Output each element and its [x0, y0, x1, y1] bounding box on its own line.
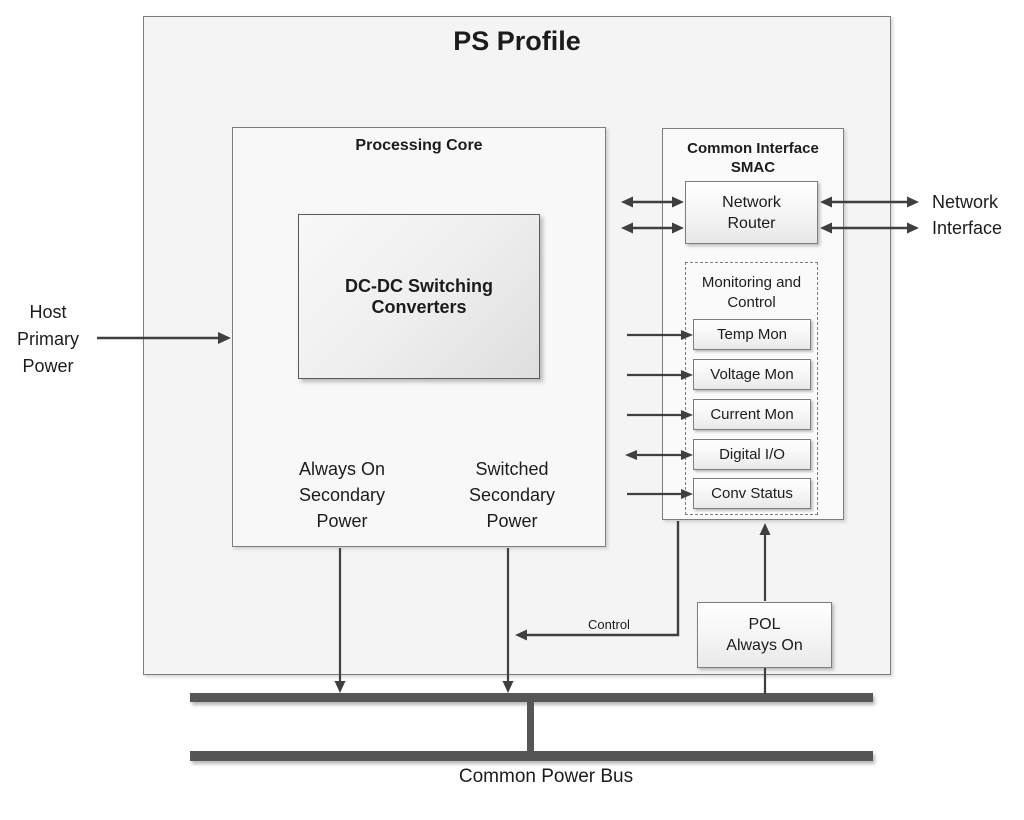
- voltage-mon-arrow-head: [681, 370, 693, 380]
- network-router-box: Network Router: [685, 181, 818, 244]
- digital-io-label: Digital I/O: [719, 446, 785, 463]
- always-on-power-arrow-head: [334, 681, 346, 693]
- host-label-line: Primary: [17, 329, 79, 349]
- switched-power-arrow: [502, 548, 514, 693]
- monitoring-title-line: Control: [727, 294, 776, 311]
- temp-mon-arrow: [627, 330, 693, 340]
- current-mon-arrow-head: [681, 410, 693, 420]
- current-mon-arrow: [627, 410, 693, 420]
- smac-title-line: Common Interface: [687, 140, 819, 157]
- router-left-arrow-top-head-right: [672, 196, 684, 208]
- network-interface-arrow-bottom: [820, 222, 919, 234]
- common-interface-smac-title: Common Interface SMAC: [662, 139, 844, 177]
- voltage-mon-arrow: [627, 370, 693, 380]
- monitoring-control-group: [685, 262, 818, 515]
- control-arrow-line: [527, 521, 680, 637]
- power-bus-connector: [527, 702, 534, 751]
- digital-io-arrow: [625, 450, 693, 460]
- control-arrow: [515, 521, 680, 641]
- network-router-line: Network: [722, 193, 781, 211]
- router-left-arrow-bottom: [621, 222, 684, 234]
- network-interface-arrow-top-head-right: [907, 196, 919, 208]
- conv-status-arrow: [627, 489, 693, 499]
- always-on-secondary-power-label: Always On Secondary Power: [262, 456, 422, 534]
- power-bus-bar-top: [190, 693, 873, 702]
- host-label-line: Host: [29, 302, 67, 322]
- common-power-bus-label: Common Power Bus: [458, 766, 634, 787]
- pol-to-smac-arrow-head: [759, 523, 771, 535]
- host-label-line: Power: [22, 356, 74, 376]
- host-primary-power-label: Host Primary Power: [0, 299, 96, 380]
- network-interface-line: Interface: [932, 218, 1003, 238]
- smac-title-line: SMAC: [730, 159, 776, 176]
- monitoring-title-line: Monitoring and: [701, 274, 802, 291]
- pol-always-on-box: POL Always On: [697, 602, 832, 668]
- network-interface-arrow-bottom-head-right: [907, 222, 919, 234]
- conv-status-box: Conv Status: [693, 478, 811, 509]
- processing-core-title: Processing Core: [355, 137, 483, 154]
- digital-io-box: Digital I/O: [693, 439, 811, 470]
- temp-mon-box: Temp Mon: [693, 319, 811, 350]
- router-left-arrow-bottom-head-left: [621, 222, 633, 234]
- network-interface-arrow-top: [820, 196, 919, 208]
- digital-io-arrow-head-right: [681, 450, 693, 460]
- always-on-label-line: Always On: [298, 459, 386, 479]
- temp-mon-label: Temp Mon: [716, 326, 788, 343]
- network-interface-label: Network Interface: [932, 189, 1024, 241]
- control-arrow-head: [515, 629, 527, 641]
- pol-label-line: POL: [748, 616, 781, 633]
- conv-status-arrow-head: [681, 489, 693, 499]
- voltage-mon-box: Voltage Mon: [693, 359, 811, 390]
- network-interface-line: Network: [932, 192, 999, 212]
- router-left-arrow-top-head-left: [621, 196, 633, 208]
- switched-secondary-power-label: Switched Secondary Power: [432, 456, 592, 534]
- monitoring-control-title: Monitoring and Control: [687, 273, 816, 313]
- network-router-line: Router: [727, 214, 776, 232]
- switched-label-line: Switched: [475, 459, 549, 479]
- current-mon-box: Current Mon: [693, 399, 811, 430]
- current-mon-label: Current Mon: [710, 406, 794, 423]
- always-on-power-arrow: [334, 548, 346, 693]
- network-interface-arrow-bottom-head-left: [820, 222, 832, 234]
- router-left-arrow-top: [621, 196, 684, 208]
- always-on-label-line: Secondary: [298, 485, 386, 505]
- dcdc-converters-label: DC-DC Switching Converters: [345, 275, 493, 317]
- network-interface-arrow-top-head-left: [820, 196, 832, 208]
- pol-to-smac-arrow: [759, 523, 771, 601]
- switched-label-line: Power: [486, 511, 538, 531]
- always-on-label-line: Power: [316, 511, 368, 531]
- power-bus-bar-bottom: [190, 751, 873, 761]
- switched-label-line: Secondary: [468, 485, 556, 505]
- dcdc-converters-box: DC-DC Switching Converters: [298, 214, 540, 379]
- conv-status-label: Conv Status: [711, 485, 793, 502]
- switched-power-arrow-head: [502, 681, 514, 693]
- router-left-arrow-bottom-head-right: [672, 222, 684, 234]
- control-arrow-label: Control: [588, 617, 630, 632]
- host-power-arrow-head: [218, 332, 231, 344]
- diagram-title: PS Profile: [453, 26, 581, 56]
- digital-io-arrow-head-left: [625, 450, 637, 460]
- voltage-mon-label: Voltage Mon: [710, 366, 794, 383]
- host-power-arrow: [97, 332, 231, 344]
- temp-mon-arrow-head: [681, 330, 693, 340]
- pol-label-line: Always On: [726, 637, 803, 654]
